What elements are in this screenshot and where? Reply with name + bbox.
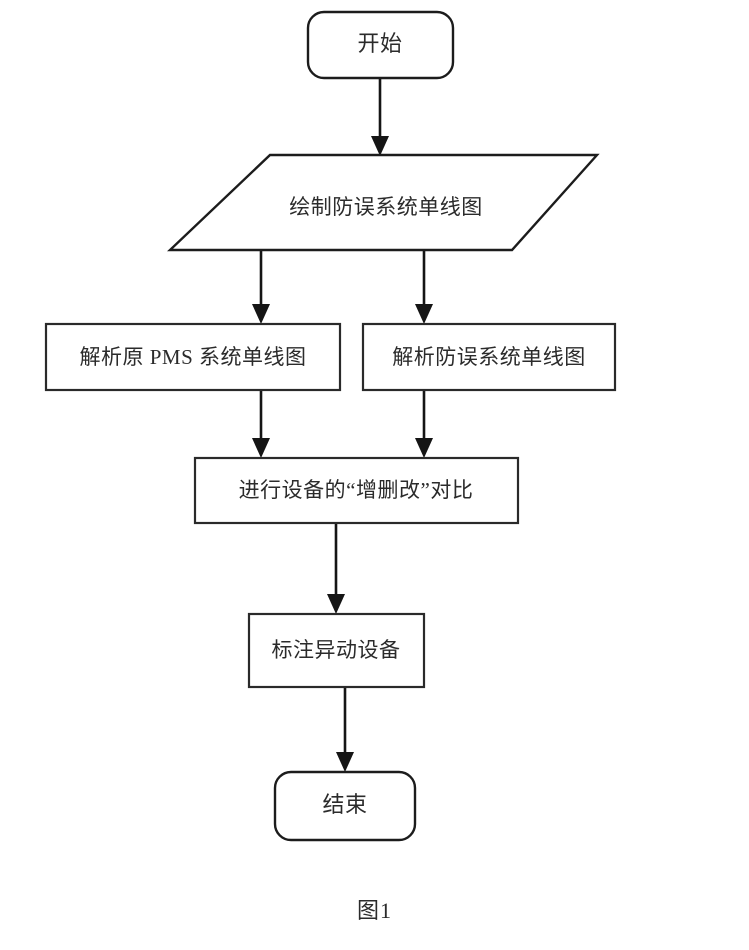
node-parse-pms-diagram[interactable]: 解析原 PMS 系统单线图 <box>44 322 342 392</box>
connector-start-to-draw <box>371 78 389 156</box>
connector-parse-pms-to-compare <box>252 390 270 458</box>
node-start-label: 开始 <box>357 31 402 56</box>
connector-draw-to-parse-anti <box>415 250 433 324</box>
figure-caption: 图1 <box>356 898 392 923</box>
node-parse-anti-error-diagram[interactable]: 解析防误系统单线图 <box>361 322 617 392</box>
node-start[interactable]: 开始 <box>306 10 455 80</box>
node-end-label: 结束 <box>322 792 367 817</box>
connector-mark-to-end <box>336 687 354 772</box>
node-draw-anti-error-diagram[interactable]: 绘制防误系统单线图 <box>166 153 600 252</box>
node-draw-anti-error-diagram-label: 绘制防误系统单线图 <box>289 195 483 219</box>
node-mark-changed-devices-label: 标注异动设备 <box>272 638 401 662</box>
node-mark-changed-devices[interactable]: 标注异动设备 <box>247 612 426 689</box>
node-parse-pms-diagram-label: 解析原 PMS 系统单线图 <box>79 345 306 369</box>
node-compare-devices[interactable]: 进行设备的“增删改”对比 <box>193 456 520 525</box>
node-parse-anti-error-diagram-label: 解析防误系统单线图 <box>392 345 586 369</box>
connector-parse-anti-to-compare <box>415 390 433 458</box>
connector-compare-to-mark <box>327 523 345 614</box>
node-end[interactable]: 结束 <box>273 770 417 842</box>
connector-draw-to-parse-pms <box>252 250 270 324</box>
node-compare-devices-label: 进行设备的“增删改”对比 <box>239 478 474 502</box>
